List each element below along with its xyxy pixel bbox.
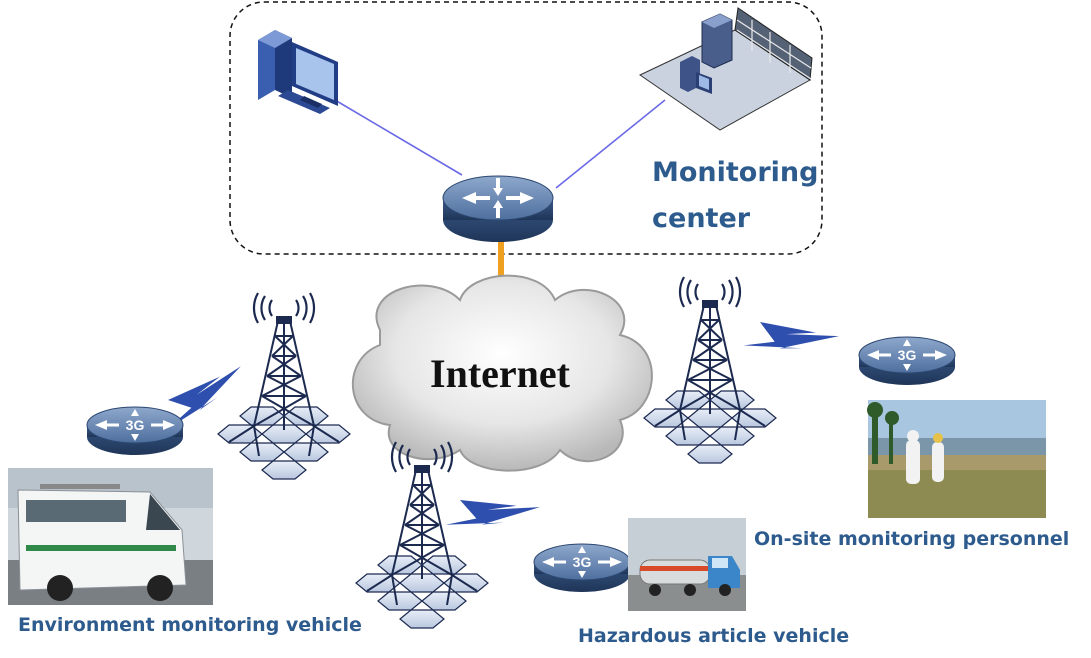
cloud-icon (351, 274, 653, 472)
onsite-personnel-label: On-site monitoring personnel (754, 528, 1070, 550)
environment-vehicle-label: Environment monitoring vehicle (18, 614, 362, 636)
internet-label: Internet (430, 351, 570, 396)
core-router-icon (442, 175, 554, 242)
onsite-personnel-photo (867, 400, 1046, 518)
lan-link-workstation (334, 99, 463, 176)
monitoring-room-icon (639, 7, 813, 131)
environment-vehicle-photo (8, 468, 213, 605)
monitoring-center-label: Monitoring center (652, 150, 818, 242)
tower-icon-left (218, 293, 350, 479)
tower-icon-bottom (356, 442, 488, 628)
3g-router-icon-bottom: 3G (533, 543, 631, 593)
uplink-line (498, 240, 504, 290)
hazardous-vehicle-photo (628, 518, 746, 611)
3g-label-bottom: 3G (573, 554, 592, 570)
monitoring-center-label-line2: center (652, 203, 751, 234)
monitoring-center-label-line1: Monitoring (652, 157, 819, 188)
hazardous-vehicle-label: Hazardous article vehicle (578, 625, 850, 647)
3g-router-icon-left: 3G (86, 406, 184, 456)
3g-label-left: 3G (126, 417, 145, 433)
lightning-icon-right (743, 294, 840, 388)
lightning-icon-bottom (445, 470, 540, 562)
monitoring-center-boundary (229, 1, 823, 255)
3g-router-icon-right: 3G (858, 336, 956, 386)
lan-link-monitoring-room (555, 99, 666, 189)
tower-icon-right (644, 277, 776, 463)
3g-label-right: 3G (898, 347, 917, 363)
workstation-icon (258, 30, 338, 114)
